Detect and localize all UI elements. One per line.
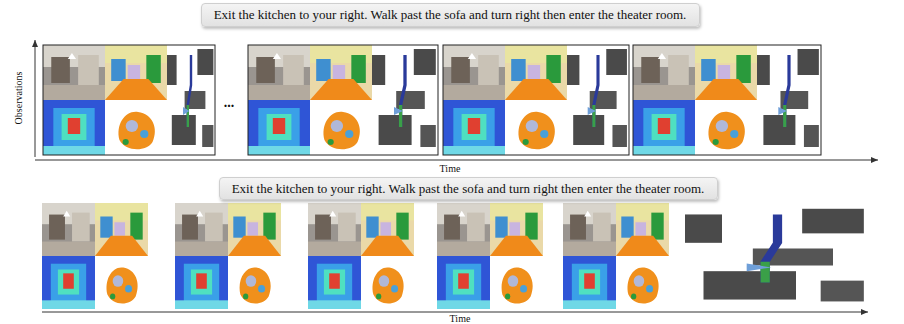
observation-panel (95, 256, 148, 309)
observation-panel (505, 45, 567, 100)
observation-panel (167, 45, 215, 155)
observation-panel (563, 203, 616, 256)
observation-panel (616, 203, 669, 256)
observation-panel (95, 203, 148, 256)
observation-panel (42, 203, 95, 256)
observation-panel (443, 100, 505, 155)
observation-panel (372, 45, 438, 155)
observation-panel (437, 203, 490, 256)
observation-grid (43, 45, 821, 155)
observation-panel (43, 45, 105, 100)
observation-panel (248, 45, 310, 100)
observation-panel (443, 45, 505, 100)
observation-panel (43, 100, 105, 155)
ellipsis: ... (224, 96, 235, 110)
observation-panel (490, 203, 543, 256)
instruction-banner: Exit the kitchen to your right. Walk pas… (219, 177, 718, 200)
observation-panel (695, 45, 757, 100)
observation-panel (616, 256, 669, 309)
axis-label: Observations (14, 72, 24, 125)
observation-panel (361, 203, 414, 256)
axis-arrow (42, 312, 868, 313)
observation-panel (175, 256, 228, 309)
observation-panel (228, 203, 281, 256)
observation-panel (42, 256, 95, 309)
observation-panel (310, 100, 372, 155)
observation-panel (567, 45, 629, 155)
axis-label: Time (440, 164, 461, 174)
observation-grid (42, 203, 870, 309)
observation-panel (490, 256, 543, 309)
observation-panel (685, 205, 870, 309)
observation-panel (695, 100, 757, 155)
observation-panel (175, 203, 228, 256)
observation-panel (308, 256, 361, 309)
observation-panel (633, 100, 695, 155)
observation-panel (757, 45, 821, 155)
observation-panel (228, 256, 281, 309)
observation-panel (248, 100, 310, 155)
observation-panel (505, 100, 567, 155)
axis-arrow (35, 160, 878, 161)
observation-panel (105, 100, 167, 155)
observation-panel (308, 203, 361, 256)
axis-label: Time (450, 314, 471, 324)
observation-panel (361, 256, 414, 309)
observation-panel (310, 45, 372, 100)
instruction-text: Exit the kitchen to your right. Walk pas… (214, 7, 687, 23)
instruction-banner: Exit the kitchen to your right. Walk pas… (201, 3, 700, 27)
instruction-text: Exit the kitchen to your right. Walk pas… (232, 181, 705, 197)
observation-panel (563, 256, 616, 309)
observation-panel (633, 45, 695, 100)
observation-panel (105, 45, 167, 100)
observation-panel (437, 256, 490, 309)
axis-arrow (35, 40, 36, 157)
